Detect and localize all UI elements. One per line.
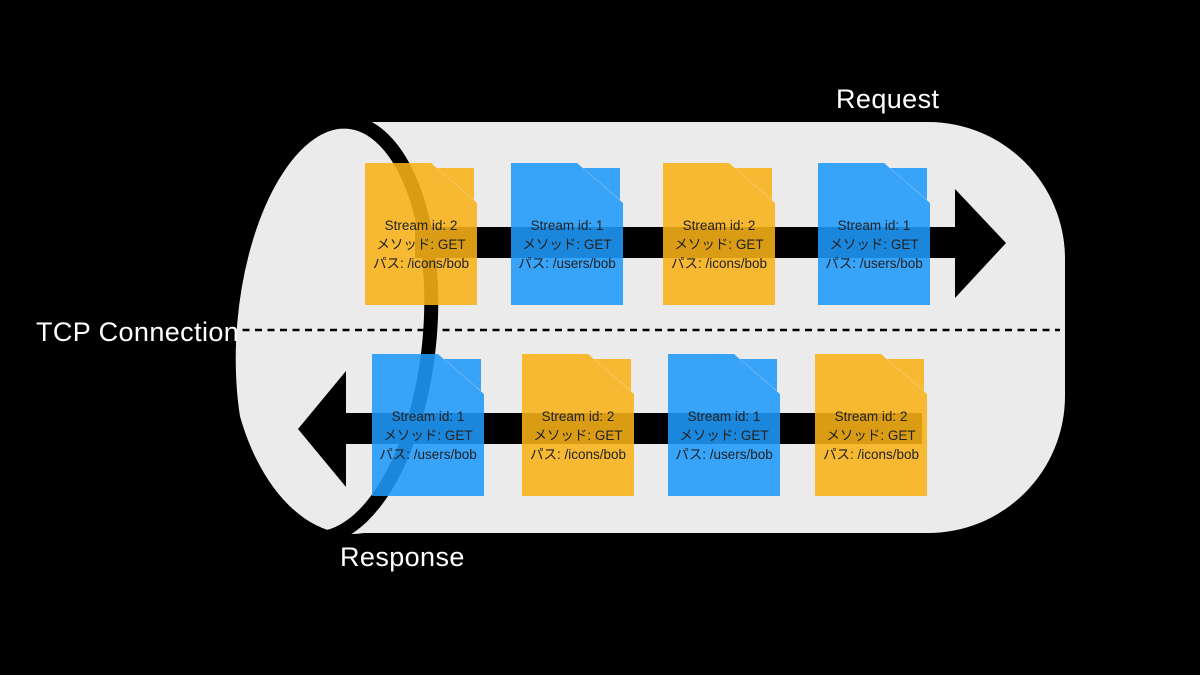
- frame-card-text: Stream id: 2 メソッド: GET パス: /icons/bob: [357, 216, 485, 273]
- frame-card-text: Stream id: 2 メソッド: GET パス: /icons/bob: [655, 216, 783, 273]
- response-frame-4-yellow: Stream id: 2 メソッド: GET パス: /icons/bob: [815, 354, 927, 496]
- request-arrow-head: [955, 189, 1006, 298]
- request-label: Request: [836, 84, 940, 114]
- frame-path: パス: /icons/bob: [372, 256, 470, 271]
- frame-path: パス: /users/bob: [379, 447, 477, 462]
- frame-method: メソッド: GET: [826, 428, 916, 443]
- frame-path: パス: /icons/bob: [529, 447, 627, 462]
- response-arrow-head: [298, 371, 346, 487]
- request-frame-1-yellow: Stream id: 2 メソッド: GET パス: /icons/bob: [365, 163, 477, 305]
- frame-card-text: Stream id: 1 メソッド: GET パス: /users/bob: [364, 407, 492, 464]
- frame-path: パス: /users/bob: [518, 256, 616, 271]
- frame-card-text: Stream id: 2 メソッド: GET パス: /icons/bob: [514, 407, 642, 464]
- frame-path: パス: /users/bob: [675, 447, 773, 462]
- frame-method: メソッド: GET: [383, 428, 473, 443]
- frame-stream-id: Stream id: 1: [530, 218, 604, 233]
- frame-method: メソッド: GET: [533, 428, 623, 443]
- frame-path: パス: /icons/bob: [822, 447, 920, 462]
- request-frame-3-yellow: Stream id: 2 メソッド: GET パス: /icons/bob: [663, 163, 775, 305]
- frame-stream-id: Stream id: 2: [834, 409, 908, 424]
- frame-method: メソッド: GET: [829, 237, 919, 252]
- tcp-connection-label: TCP Connection: [36, 317, 240, 347]
- frame-stream-id: Stream id: 1: [687, 409, 761, 424]
- response-frame-1-blue: Stream id: 1 メソッド: GET パス: /users/bob: [372, 354, 484, 496]
- response-frame-2-yellow: Stream id: 2 メソッド: GET パス: /icons/bob: [522, 354, 634, 496]
- request-frame-4-blue: Stream id: 1 メソッド: GET パス: /users/bob: [818, 163, 930, 305]
- frame-path: パス: /users/bob: [825, 256, 923, 271]
- frame-card-text: Stream id: 1 メソッド: GET パス: /users/bob: [810, 216, 938, 273]
- frame-method: メソッド: GET: [679, 428, 769, 443]
- pipe-opening-ring-icon: [221, 114, 439, 546]
- frame-card-text: Stream id: 1 メソッド: GET パス: /users/bob: [660, 407, 788, 464]
- response-label: Response: [340, 542, 465, 572]
- frame-method: メソッド: GET: [674, 237, 764, 252]
- frame-method: メソッド: GET: [522, 237, 612, 252]
- frame-method: メソッド: GET: [376, 237, 466, 252]
- request-frame-2-blue: Stream id: 1 メソッド: GET パス: /users/bob: [511, 163, 623, 305]
- frame-stream-id: Stream id: 2: [541, 409, 615, 424]
- frame-card-text: Stream id: 1 メソッド: GET パス: /users/bob: [503, 216, 631, 273]
- frame-path: パス: /icons/bob: [670, 256, 768, 271]
- frame-stream-id: Stream id: 2: [682, 218, 756, 233]
- response-frame-3-blue: Stream id: 1 メソッド: GET パス: /users/bob: [668, 354, 780, 496]
- frame-stream-id: Stream id: 1: [391, 409, 465, 424]
- frame-stream-id: Stream id: 2: [384, 218, 458, 233]
- frame-card-text: Stream id: 2 メソッド: GET パス: /icons/bob: [807, 407, 935, 464]
- frame-stream-id: Stream id: 1: [837, 218, 911, 233]
